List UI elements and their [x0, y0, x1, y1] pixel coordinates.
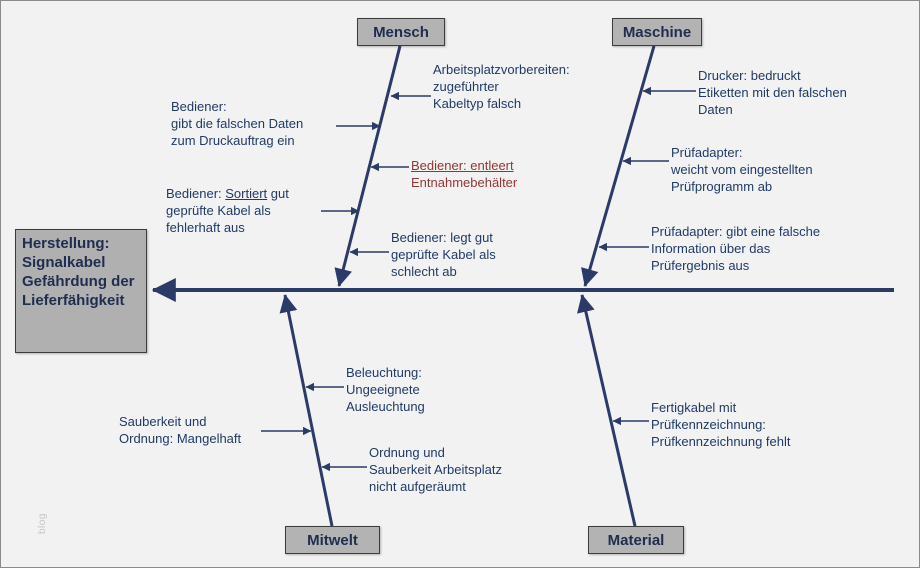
branch-mitwelt: [279, 294, 334, 527]
cause-mensch-falsche-daten: Bediener: gibt die falschen Daten zum Dr…: [171, 99, 304, 148]
category-box-maschine: Maschine: [612, 18, 702, 46]
branch-maschine: [581, 45, 656, 287]
cause-maschine-pruefadapter-info: Prüfadapter: gibt eine falsche Informati…: [651, 224, 821, 273]
branch-material: [577, 294, 637, 527]
category-box-material: Material: [588, 526, 684, 554]
cause-mitwelt-beleuchtung: Beleuchtung: Ungeeignete Ausleuchtung: [346, 365, 425, 414]
cause-mensch-arbeitsplatz: Arbeitsplatzvorbereiten: zugeführter Kab…: [433, 62, 570, 111]
cause-maschine-drucker: Drucker: bedruckt Etiketten mit den fals…: [698, 68, 847, 117]
cause-mensch-sortiert: Bediener: Sortiert gut geprüfte Kabel al…: [166, 185, 318, 236]
cause-mensch-legt-ab: Bediener: legt gut geprüfte Kabel als sc…: [391, 230, 496, 279]
cause-text-part: Entnahmebehälter: [411, 175, 518, 190]
cause-mitwelt-sauberkeit: Sauberkeit und Ordnung: Mangelhaft: [119, 414, 242, 446]
cause-maschine-pruefadapter-programm: Prüfadapter: weicht vom eingestellten Pr…: [671, 145, 813, 194]
cause-text-underlined: Sortiert: [225, 186, 268, 201]
cause-text-part: gut geprüfte Kabel als fehlerhaft aus: [166, 186, 289, 235]
category-box-mitwelt: Mitwelt: [285, 526, 380, 554]
cause-material-fertigkabel: Fertigkabel mit Prüfkennzeichnung: Prüfk…: [651, 400, 791, 449]
problem-box: Herstellung: Signalkabel Gefährdung der …: [15, 229, 147, 353]
branch-mensch: [334, 45, 402, 287]
watermark-text: blog: [37, 513, 48, 534]
cause-mitwelt-ordnung: Ordnung und Sauberkeit Arbeitsplatz nich…: [369, 445, 502, 494]
cause-text-underlined: Bediener: entleert: [411, 158, 514, 173]
cause-mensch-entleert: Bediener: entleert Entnahmebehälter: [411, 157, 556, 191]
category-box-mensch: Mensch: [357, 18, 445, 46]
cause-text-part: Bediener:: [166, 186, 226, 201]
